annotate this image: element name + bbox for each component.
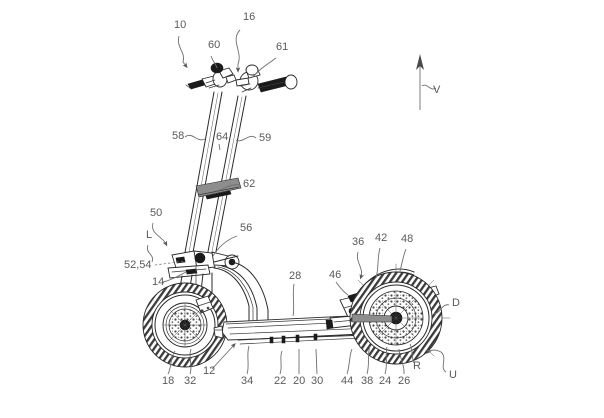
numeral-26: 26 (398, 375, 410, 387)
numeral-60: 60 (208, 39, 220, 51)
leader-18 (167, 350, 176, 375)
leader-42 (375, 247, 381, 279)
numeral-34: 34 (241, 375, 253, 387)
numeral-20: 20 (293, 375, 305, 387)
numeral-46: 46 (329, 269, 341, 281)
leader-22 (279, 350, 283, 375)
numeral-64: 64 (216, 131, 228, 143)
leader-V (421, 84, 437, 90)
numeral-D: D (452, 297, 460, 309)
leader-46 (335, 281, 349, 296)
reference-numeral-labels: 10 16 60 61 58 64 59 62 50 L 56 52,54 14… (124, 11, 460, 387)
numeral-61: 61 (276, 41, 288, 53)
front-head-assembly (167, 250, 240, 301)
numeral-L: L (146, 229, 152, 241)
numeral-30: 30 (311, 375, 323, 387)
numeral-32: 32 (184, 375, 196, 387)
up-arrow-head (416, 54, 424, 70)
numeral-12: 12 (203, 365, 215, 377)
leader-56 (212, 235, 238, 257)
leader-30 (315, 348, 318, 375)
front-wheel (142, 282, 228, 368)
numeral-36: 36 (352, 236, 364, 248)
leader-24 (384, 346, 388, 375)
numeral-28: 28 (289, 270, 301, 282)
leader-12 (211, 343, 236, 370)
numeral-R: R (413, 360, 421, 372)
leader-lines (146, 29, 450, 375)
numeral-22: 22 (274, 375, 286, 387)
numeral-24: 24 (379, 375, 391, 387)
rear-wheel-hub-motor (349, 263, 451, 365)
numeral-14: 14 (152, 276, 164, 288)
leader-38 (366, 345, 371, 375)
leader-59 (235, 135, 257, 142)
numeral-52-54: 52,54 (124, 259, 152, 271)
axis-label-V: V (433, 84, 441, 96)
leader-62 (215, 184, 241, 192)
steering-column-tubes (183, 91, 247, 263)
numeral-16: 16 (243, 11, 255, 23)
numeral-18: 18 (162, 375, 174, 387)
leader-61 (252, 57, 277, 78)
numeral-44: 44 (341, 375, 353, 387)
leader-L (146, 244, 154, 263)
leader-64 (218, 143, 221, 151)
leader-58 (184, 134, 206, 141)
numeral-59: 59 (259, 132, 271, 144)
leader-44 (346, 348, 353, 375)
leader-52-54 (154, 260, 187, 266)
leader-14 (162, 271, 187, 283)
leader-U (426, 348, 447, 373)
numeral-42: 42 (375, 232, 387, 244)
leader-34 (246, 345, 250, 375)
numeral-56: 56 (240, 222, 252, 234)
numeral-48: 48 (401, 233, 413, 245)
leader-R (409, 343, 415, 364)
vertical-axis-indicator (416, 54, 437, 110)
leader-D (433, 304, 450, 315)
numeral-58: 58 (172, 130, 184, 142)
numeral-10: 10 (174, 19, 186, 31)
leader-28 (292, 283, 295, 317)
numeral-62: 62 (243, 178, 255, 190)
numeral-38: 38 (361, 375, 373, 387)
leader-48 (399, 248, 407, 272)
scooter-assembly (142, 62, 451, 368)
leader-50 (152, 222, 168, 247)
tube-clamp (195, 177, 242, 200)
leader-36 (356, 251, 365, 280)
leader-32 (189, 348, 192, 375)
numeral-50: 50 (150, 207, 162, 219)
leader-16 (235, 29, 241, 73)
leader-60 (210, 55, 218, 69)
numeral-U: U (449, 369, 457, 381)
leader-26 (398, 348, 405, 375)
leader-10 (177, 35, 188, 69)
